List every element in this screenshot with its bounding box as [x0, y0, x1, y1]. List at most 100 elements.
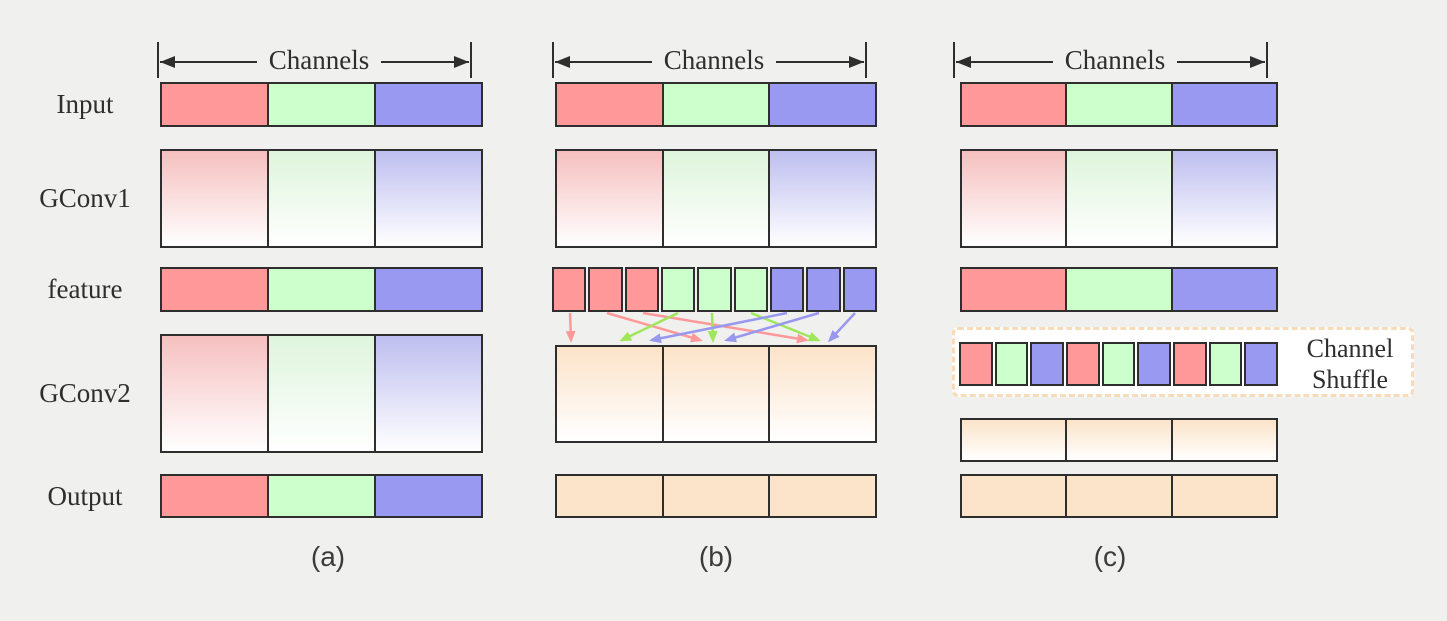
red-channel-segment — [624, 267, 659, 312]
red-shuffle-arrow — [642, 311, 809, 344]
panel-a-gconv1-bar — [160, 149, 483, 248]
panel-b-feature-split-bar — [552, 267, 877, 312]
peach-channel-segment — [768, 476, 876, 516]
green-channel-segment — [697, 267, 732, 312]
channel-shuffle-label: Channel Shuffle — [1284, 333, 1416, 395]
panel-c-shuffled-bar — [959, 342, 1279, 386]
blue-shuffle-arrow — [649, 311, 788, 344]
panel-c-gconv2-bar — [960, 418, 1278, 462]
peach-channel-segment — [557, 476, 662, 516]
panel-b-gconv1-bar — [555, 149, 877, 248]
red-channel-segment — [557, 151, 662, 246]
red-channel-segment — [1173, 342, 1207, 386]
right-arrowhead — [849, 56, 864, 68]
green-shuffle-arrow — [619, 311, 679, 342]
panel-c-gconv1-bar — [960, 149, 1278, 248]
green-channel-segment — [267, 476, 374, 516]
left-arrowhead — [956, 56, 971, 68]
red-channel-segment — [162, 151, 267, 246]
panel-c-feature-bar — [960, 267, 1278, 312]
red-shuffle-arrow — [606, 311, 703, 343]
panel-a-feature-bar — [160, 267, 483, 312]
blue-channel-segment — [1137, 342, 1172, 386]
channel-shuffle-label-line1: Channel — [1306, 334, 1394, 363]
peach-channel-segment — [962, 476, 1066, 516]
panel-c-output-bar — [960, 474, 1278, 518]
blue-shuffle-arrow — [724, 311, 820, 343]
red-channel-segment — [162, 336, 267, 451]
blue-channel-segment — [374, 269, 481, 310]
green-channel-segment — [660, 267, 696, 312]
channels-label-b: Channels — [551, 45, 877, 75]
green-shuffle-arrow — [750, 311, 821, 342]
panel-b-output-bar — [555, 474, 877, 518]
row-label-output: Output — [47, 481, 123, 511]
green-channel-segment — [267, 336, 374, 451]
peach-channel-segment — [768, 347, 876, 441]
blue-shuffle-arrow — [827, 312, 856, 343]
channels-label-text: Channels — [651, 45, 777, 75]
blue-channel-segment — [374, 476, 481, 516]
green-channel-segment — [733, 267, 768, 312]
right-arrowhead — [454, 56, 469, 68]
green-channel-segment — [1208, 342, 1243, 386]
blue-channel-segment — [374, 151, 481, 246]
left-arrowhead — [555, 56, 570, 68]
panel-c-input-bar — [960, 82, 1278, 127]
green-channel-segment — [267, 269, 374, 310]
green-channel-segment — [1065, 269, 1171, 310]
peach-channel-segment — [1170, 476, 1276, 516]
channels-label-a: Channels — [156, 45, 482, 75]
channel-shuffle-label-line2: Shuffle — [1311, 365, 1389, 394]
green-channel-segment — [267, 84, 374, 125]
blue-channel-segment — [1170, 84, 1276, 125]
caption-b: (b) — [698, 541, 734, 572]
blue-channel-segment — [768, 151, 876, 246]
blue-channel-segment — [374, 336, 481, 451]
peach-channel-segment — [661, 347, 769, 441]
panel-b-input-bar — [555, 82, 877, 127]
blue-channel-segment — [1244, 342, 1279, 386]
right-arrowhead — [1250, 56, 1265, 68]
channels-label-c: Channels — [952, 45, 1278, 75]
red-channel-segment — [588, 267, 623, 312]
red-channel-segment — [557, 84, 662, 125]
green-channel-segment — [1065, 84, 1171, 125]
channels-label-text: Channels — [256, 45, 382, 75]
panel-a-gconv2-bar — [160, 334, 483, 453]
red-channel-segment — [552, 267, 587, 312]
green-channel-segment — [661, 84, 769, 125]
row-label-input: Input — [56, 89, 114, 119]
green-channel-segment — [661, 151, 769, 246]
green-shuffle-arrow — [707, 312, 718, 343]
red-channel-segment — [962, 151, 1066, 246]
caption-a: (a) — [310, 541, 346, 572]
blue-channel-segment — [769, 267, 805, 312]
blue-channel-segment — [1170, 269, 1276, 310]
red-channel-segment — [162, 476, 267, 516]
blue-channel-segment — [1170, 151, 1276, 246]
panel-a-input-bar — [160, 82, 483, 127]
blue-channel-segment — [842, 267, 877, 312]
channels-label-text: Channels — [1052, 45, 1178, 75]
red-channel-segment — [1066, 342, 1100, 386]
red-shuffle-arrow — [565, 312, 576, 343]
left-arrowhead — [160, 56, 175, 68]
peach-channel-segment — [1065, 420, 1171, 460]
peach-channel-segment — [1065, 476, 1171, 516]
peach-channel-segment — [661, 476, 769, 516]
blue-channel-segment — [768, 84, 876, 125]
red-channel-segment — [162, 269, 267, 310]
blue-channel-segment — [806, 267, 841, 312]
peach-channel-segment — [1170, 420, 1276, 460]
green-channel-segment — [267, 151, 374, 246]
green-channel-segment — [1065, 151, 1171, 246]
blue-channel-segment — [374, 84, 481, 125]
row-label-feature: feature — [47, 274, 123, 304]
red-channel-segment — [962, 84, 1066, 125]
panel-a-output-bar — [160, 474, 483, 518]
green-channel-segment — [994, 342, 1029, 386]
row-label-gconv2: GConv2 — [39, 378, 131, 408]
red-channel-segment — [959, 342, 993, 386]
